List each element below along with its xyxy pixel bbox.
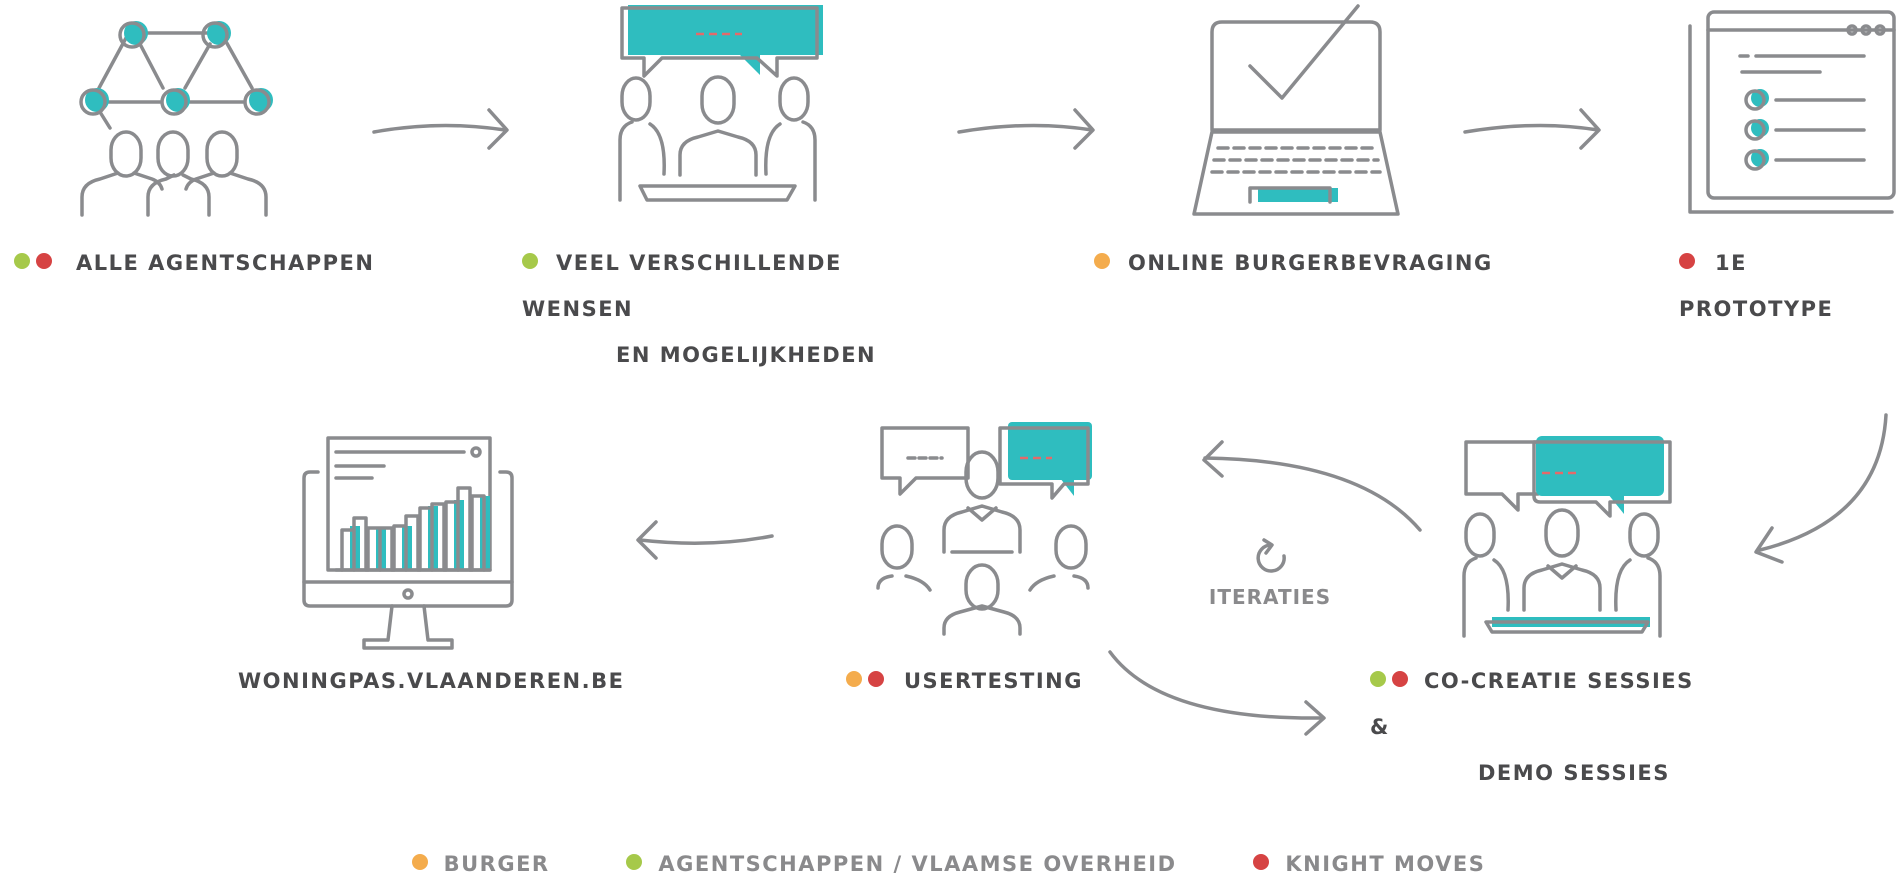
arrow-left-curve-icon [1202, 440, 1422, 532]
step-label-burgerbevraging: ONLINE BURGERBEVRAGING [1094, 240, 1493, 286]
refresh-icon [1256, 538, 1286, 573]
legend-label: BURGER [443, 852, 550, 876]
agentschappen-dot [14, 253, 30, 269]
usertesting-group-icon [876, 422, 1092, 636]
knight-moves-dot [868, 671, 884, 687]
agentschappen-dot [522, 253, 538, 269]
website-monitor-icon [302, 436, 514, 650]
step-title: ONLINE BURGERBEVRAGING [1128, 251, 1493, 275]
arrow-right-icon [957, 108, 1095, 150]
agentschappen-dot [1370, 671, 1386, 687]
legend-label: AGENTSCHAPPEN / VLAAMSE OVERHEID [658, 852, 1177, 876]
step-label-woningpas: WONINGPAS.VLAANDEREN.BE [238, 658, 624, 704]
legend-item-knight-moves: KNIGHT MOVES [1253, 852, 1485, 876]
step-title: ALLE AGENTSCHAPPEN [76, 251, 375, 275]
agentschappen-dot [626, 854, 643, 870]
step-title: VEEL VERSCHILLENDE WENSEN [522, 251, 842, 321]
knight-moves-dot [1679, 253, 1695, 269]
arrow-right-curve-icon [1108, 650, 1326, 736]
step-label-usertesting: USERTESTING [846, 658, 1083, 704]
step-subtitle: EN MOGELIJKHEDEN [616, 343, 877, 367]
laptop-check-icon [1192, 4, 1400, 216]
burger-dot [411, 854, 428, 870]
arrow-right-icon [1463, 108, 1601, 150]
legend-item-agentschappen: AGENTSCHAPPEN / VLAAMSE OVERHEID [626, 852, 1176, 876]
knight-moves-dot [36, 253, 52, 269]
knight-moves-dot [1253, 854, 1270, 870]
step-title: CO-CREATIE SESSIES & [1370, 669, 1694, 739]
arrow-left-icon [636, 520, 774, 560]
burger-dot [1094, 253, 1110, 269]
step-label-alle-agentschappen: ALLE AGENTSCHAPPEN [14, 240, 374, 286]
step-title: 1E PROTOTYPE [1679, 251, 1834, 321]
step-label-prototype: 1E PROTOTYPE [1679, 240, 1897, 332]
legend-label: KNIGHT MOVES [1285, 852, 1486, 876]
iteraties-label: ITERATIES [1208, 585, 1332, 609]
network-people-icon [79, 21, 273, 217]
arrow-down-curve-icon [1754, 413, 1888, 564]
legend-item-burger: BURGER [411, 852, 550, 876]
knight-moves-dot [1392, 671, 1408, 687]
arrow-right-icon [372, 108, 509, 150]
step-label-wensen: VEEL VERSCHILLENDE WENSEN EN MOGELIJKHED… [522, 240, 932, 378]
legend: BURGER AGENTSCHAPPEN / VLAAMSE OVERHEID … [0, 852, 1897, 876]
meeting-chat-icon [618, 5, 823, 202]
prototype-window-icon [1688, 10, 1896, 214]
step-label-cocreatie: CO-CREATIE SESSIES & DEMO SESSIES [1370, 658, 1710, 796]
step-title: USERTESTING [904, 669, 1083, 693]
step-subtitle: DEMO SESSIES [1478, 761, 1670, 785]
burger-dot [846, 671, 862, 687]
cocreation-session-icon [1462, 436, 1672, 638]
step-title: WONINGPAS.VLAANDEREN.BE [238, 669, 625, 693]
